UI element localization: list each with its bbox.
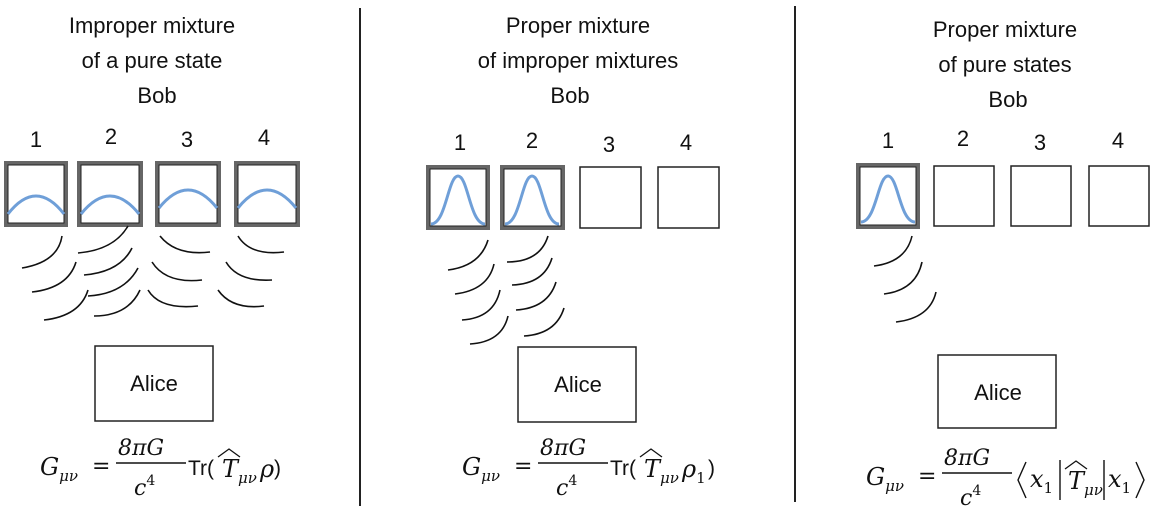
panel-proper-of-improper: Proper mixture of improper mixtures Bob …: [426, 13, 720, 501]
bob-box-3: [579, 166, 642, 229]
panel-title-line1: Proper mixture: [933, 17, 1077, 42]
wave-curve: [236, 188, 298, 209]
panel-proper-of-pure: Proper mixture of pure states Bob 1 2 3 …: [856, 17, 1150, 511]
svg-text:): ): [708, 457, 715, 480]
svg-text:Tr(: Tr(: [188, 457, 214, 480]
wave-curve: [157, 188, 219, 209]
box-number: 2: [957, 126, 969, 151]
box-number: 3: [181, 127, 193, 152]
svg-text:8πG: 8πG: [540, 436, 586, 461]
box-number: 4: [258, 125, 270, 150]
box-number: 1: [454, 130, 466, 155]
svg-text:μν: μν: [1084, 481, 1103, 499]
entanglement-arcs: [447, 235, 565, 345]
svg-text:T: T: [1068, 467, 1086, 495]
alice-label: Alice: [130, 371, 178, 396]
svg-text:x1: x1: [1108, 465, 1131, 497]
wave-curve: [860, 174, 916, 224]
svg-text:c4: c4: [960, 483, 981, 511]
einstein-equation-trace-rho1: Gμν = 8πG c4 Tr( T μν ρ1 ): [462, 436, 715, 501]
box-number: 3: [1034, 130, 1046, 155]
entanglement-arcs: [873, 235, 937, 323]
bob-box-3: [155, 161, 221, 227]
box-number: 4: [680, 130, 692, 155]
panel-title-line2: of pure states: [938, 52, 1071, 77]
svg-text:ρ: ρ: [259, 455, 274, 483]
box-number: 2: [526, 128, 538, 153]
einstein-equation-trace: Gμν = 8πG c4 Tr( T μν ρ ): [40, 436, 281, 501]
svg-text:ρ1: ρ1: [681, 455, 706, 487]
wave-curve: [504, 174, 560, 226]
box-number: 1: [30, 127, 42, 152]
alice-label: Alice: [974, 380, 1022, 405]
panel-title-line2: of improper mixtures: [478, 48, 679, 73]
svg-text:Gμν: Gμν: [866, 463, 904, 495]
svg-text:8πG: 8πG: [118, 436, 164, 461]
panel-improper-mixture: Improper mixture of a pure state Bob 1 2…: [4, 13, 300, 501]
svg-text:μν: μν: [238, 469, 257, 487]
svg-text:8πG: 8πG: [944, 446, 990, 471]
box-number: 1: [882, 128, 894, 153]
svg-text:=: =: [92, 454, 110, 479]
svg-text:x1: x1: [1030, 465, 1053, 497]
svg-text:T: T: [644, 455, 662, 483]
alice-box: [937, 354, 1057, 429]
bob-label: Bob: [137, 83, 176, 108]
bob-box-2: [500, 165, 565, 230]
alice-box: [94, 345, 214, 422]
panel-title-line1: Improper mixture: [69, 13, 235, 38]
box-number: 3: [603, 132, 615, 157]
bob-box-2: [77, 161, 143, 227]
svg-text:Gμν: Gμν: [40, 453, 78, 485]
svg-text:=: =: [514, 454, 532, 479]
alice-box: [517, 346, 637, 423]
entanglement-arcs: [21, 225, 285, 321]
box-number: 4: [1112, 128, 1124, 153]
svg-text:T: T: [222, 455, 240, 483]
bob-box-1: [426, 165, 490, 230]
einstein-equation-expectation: Gμν = 8πG c4 x1 T μν x1: [866, 446, 1145, 511]
box-number: 2: [105, 124, 117, 149]
wave-curve: [6, 194, 66, 215]
bob-box-2: [933, 165, 995, 227]
bob-label: Bob: [550, 83, 589, 108]
alice-label: Alice: [554, 372, 602, 397]
panel-title-line2: of a pure state: [82, 48, 223, 73]
bob-box-1: [856, 163, 920, 229]
wave-curve: [430, 174, 486, 226]
svg-text:=: =: [918, 464, 936, 489]
svg-text:μν: μν: [660, 469, 679, 487]
svg-text:Tr(: Tr(: [610, 457, 636, 480]
wave-curve: [79, 194, 141, 215]
svg-text:Gμν: Gμν: [462, 453, 500, 485]
svg-text:): ): [274, 457, 281, 480]
bob-box-4: [1088, 165, 1150, 227]
svg-text:c4: c4: [134, 473, 155, 501]
bob-label: Bob: [988, 87, 1027, 112]
panel-title-line1: Proper mixture: [506, 13, 650, 38]
bob-box-4: [657, 166, 720, 229]
bob-box-1: [4, 161, 68, 227]
bob-box-3: [1010, 165, 1072, 227]
bob-box-4: [234, 161, 300, 227]
svg-text:c4: c4: [556, 473, 577, 501]
